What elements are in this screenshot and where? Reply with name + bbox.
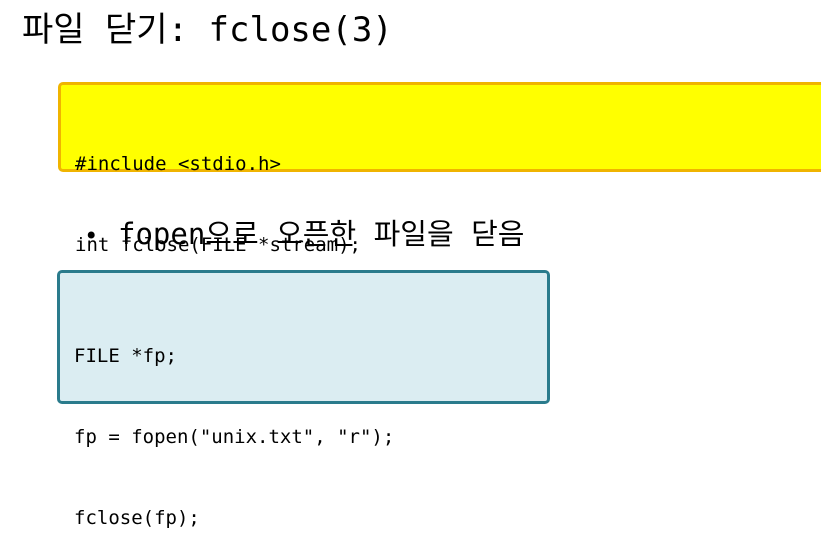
bullet-marker: • [84,222,99,250]
example-code-box: FILE *fp; fp = fopen("unix.txt", "r"); f… [57,270,550,529]
function-signature-box: #include <stdio.h> int fclose(FILE *stre… [58,82,821,256]
page-title: 파일 닫기: fclose(3) [22,10,393,50]
code-line-prototype: int fclose(FILE *stream); [75,234,361,256]
code-line-open: fp = fopen("unix.txt", "r"); [74,426,395,448]
bullet-item: • fopen으로 오픈한 파일을 닫음 [84,212,524,256]
code-line-declare: FILE *fp; [74,345,177,367]
bullet-text: fopen으로 오픈한 파일을 닫음 [118,217,525,251]
code-line-include: #include <stdio.h> [75,153,281,175]
code-line-close: fclose(fp); [74,507,200,529]
